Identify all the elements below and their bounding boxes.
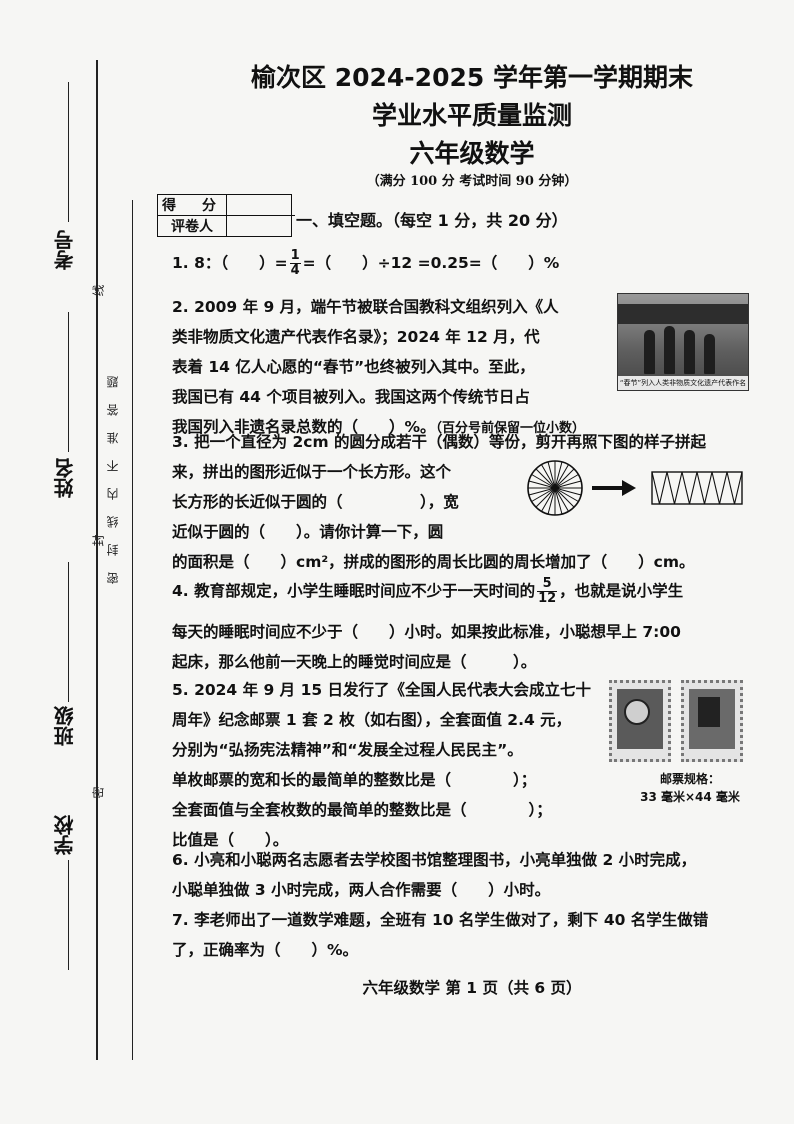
arrow-icon [592, 480, 636, 496]
section-title: 一、填空题。（每空 1 分，共 20 分） [296, 211, 568, 230]
spring-festival-photo: “春节”列入人类非物质文化遗产代表作名录 [617, 293, 749, 391]
grader-field[interactable] [226, 215, 292, 237]
q4-suffix: ，也就是说小学生 [559, 582, 684, 600]
exam-subtitle: （满分 100 分 考试时间 90 分钟） [366, 174, 578, 189]
question-2: 2. 2009 年 9 月，端午节被联合国教科文组织列入《人 类非物质文化遗产代… [172, 292, 585, 444]
binding-line-inner [132, 200, 133, 1060]
q3-line3: 长方形的长近似于圆的（ ），宽 [172, 493, 459, 511]
photo-caption: “春节”列入人类非物质文化遗产代表作名录 [618, 376, 748, 390]
seal-char-mi: 密 [91, 786, 106, 799]
q1-frac-numerator: 1 [289, 248, 301, 264]
q2-line5-wrap: 我国列入非遗名录总数的（ ）%。（百分号前保留一位小数） [172, 412, 585, 444]
exam-title-line1: 榆次区 2024-2025 学年第一学期期末 [251, 63, 693, 92]
seal-line-note: 密封线内不准答题 [106, 360, 120, 584]
school-underline [68, 860, 69, 970]
q3-line2: 来，拼出的图形近似于一个长方形。这个 [172, 463, 452, 481]
q2-line3: 表着 14 亿人心愿的“春节”也终被列入其中。至此， [172, 358, 535, 376]
q5-line2: 周年》纪念邮票 1 套 2 枚（如右图），全套面值 2.4 元， [172, 711, 572, 729]
q3-line4: 近似于圆的（ ）。请你计算一下，圆 [172, 523, 444, 541]
q1-suffix: =（ ）÷12 =0.25=（ ）% [302, 254, 560, 272]
q2-line2: 类非物质文化遗产代表作名录》；2024 年 12 月，代 [172, 328, 540, 346]
score-box: 得 分 评卷人 [157, 194, 292, 237]
photo-person [704, 334, 715, 374]
stamp-constitution [609, 680, 671, 762]
q1-prefix: 1. 8：（ ）= [172, 254, 288, 272]
photo-person [644, 330, 655, 374]
question-3: 3. 把一个直径为 2cm 的圆分成若干（偶数）等份，剪开再照下图的样子拼起 来… [172, 427, 706, 577]
school-label: 学校 [53, 815, 77, 855]
divided-circle [527, 460, 583, 516]
q4-line2: 每天的睡眠时间应不少于（ ）小时。如果按此标准，小聪想早上 7:00 [172, 623, 681, 641]
name-label: 姓名 [53, 458, 77, 498]
exam-title-line3: 六年级数学 [409, 139, 535, 168]
national-emblem-icon [624, 699, 650, 725]
q6-line2: 小聪单独做 3 小时完成，两人合作需要（ ）小时。 [172, 881, 551, 899]
question-4-cont: 每天的睡眠时间应不少于（ ）小时。如果按此标准，小聪想早上 7:00 起床，那么… [172, 617, 681, 677]
q7-line2: 了，正确率为（ ）%。 [172, 941, 359, 959]
q5-line6: 比值是（ ）。 [172, 831, 289, 849]
q4-frac-numerator: 5 [537, 577, 558, 592]
exam-number-underline [68, 82, 69, 222]
exam-number-label: 考号 [53, 230, 77, 270]
q5-line4: 单枚邮票的宽和长的最简单的整数比是（ ）； [172, 771, 537, 789]
q2-note: （百分号前保留一位小数） [435, 421, 586, 436]
class-underline [68, 562, 69, 702]
seal-char-xian: 线 [91, 284, 106, 297]
stamp-spec-title: 邮票规格： [659, 772, 720, 786]
circle-to-rectangle-diagram [527, 460, 743, 516]
q5-line5: 全套面值与全套枚数的最简单的整数比是（ ）； [172, 801, 552, 819]
photo-person [664, 326, 675, 374]
page-footer: 六年级数学 第 1 页（共 6 页） [362, 979, 582, 997]
q6-line1: 6. 小亮和小聪两名志愿者去学校图书馆整理图书，小亮单独做 2 小时完成， [172, 851, 697, 869]
stamp-democracy [681, 680, 743, 762]
q4-frac-denominator: 12 [538, 591, 557, 606]
rearranged-rectangle [651, 471, 743, 505]
exam-title-line2: 学业水平质量监测 [371, 101, 572, 130]
q3-line5: 的面积是（ ）cm²，拼成的图形的周长比圆的周长增加了（ ）cm。 [172, 553, 695, 571]
photo-person [684, 330, 695, 374]
question-5: 5. 2024 年 9 月 15 日发行了《全国人民代表大会成立七十 周年》纪念… [172, 675, 591, 855]
class-label: 班级 [53, 706, 77, 746]
score-label: 得 分 [157, 194, 227, 216]
name-underline [68, 312, 69, 452]
q4-line3: 起床，那么他前一天晚上的睡觉时间应是（ ）。 [172, 653, 537, 671]
binding-line-outer [96, 60, 98, 1060]
score-field[interactable] [226, 194, 292, 216]
q4-prefix: 4. 教育部规定，小学生睡眠时间应不少于一天时间的 [172, 582, 536, 600]
q1-frac-denominator: 4 [290, 263, 300, 278]
question-7: 7. 李老师出了一道数学难题，全班有 10 名学生做对了，剩下 40 名学生做错… [172, 905, 708, 965]
q2-line1: 2. 2009 年 9 月，端午节被联合国教科文组织列入《人 [172, 298, 559, 316]
q7-line1: 7. 李老师出了一道数学难题，全班有 10 名学生做对了，剩下 40 名学生做错 [172, 911, 709, 929]
q5-line1: 5. 2024 年 9 月 15 日发行了《全国人民代表大会成立七十 [172, 681, 592, 699]
stamp-spec: 邮票规格： 33 毫米×44 毫米 [620, 770, 760, 806]
q5-line3: 分别为“弘扬宪法精神”和“发展全过程人民民主”。 [172, 741, 523, 759]
stamp-spec-value: 33 毫米×44 毫米 [640, 790, 740, 804]
photo-roof [618, 304, 748, 324]
q3-line1: 3. 把一个直径为 2cm 的圆分成若干（偶数）等份，剪开再照下图的样子拼起 [172, 433, 706, 451]
question-6: 6. 小亮和小聪两名志愿者去学校图书馆整理图书，小亮单独做 2 小时完成， 小聪… [172, 845, 696, 905]
commemorative-stamps [609, 680, 749, 764]
book-icon [698, 697, 720, 727]
q2-line4: 我国已有 44 个项目被列入。我国这两个传统节日占 [172, 388, 530, 406]
score-box-tail [285, 215, 295, 216]
q2-line5: 我国列入非遗名录总数的（ ）%。 [172, 418, 436, 436]
grader-label: 评卷人 [157, 215, 227, 237]
